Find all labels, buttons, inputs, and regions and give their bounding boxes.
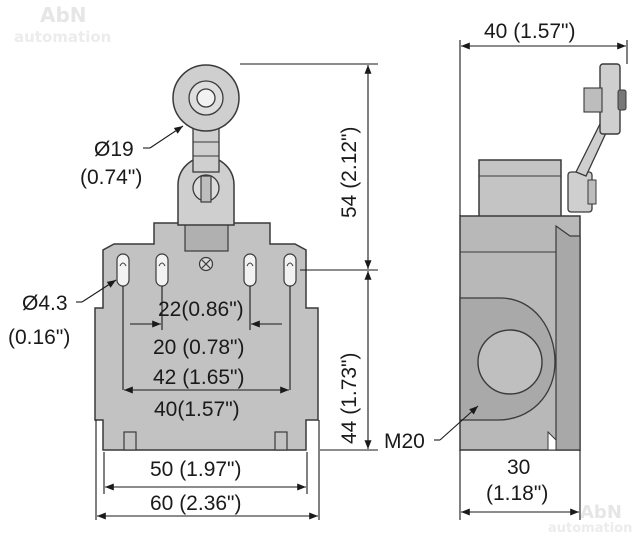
dim-44: 44 (1.73") [338, 352, 361, 444]
mounting-slot [155, 253, 169, 287]
mounting-slot [243, 253, 257, 287]
front-labels: Ø19 (0.74") Ø4.3 (0.16") 22(0.86") 20 (0… [8, 126, 361, 515]
roller-diameter-inch: (0.74") [80, 166, 142, 189]
side-dimensions [434, 40, 628, 520]
front-dimensions [76, 63, 378, 520]
mounting-slot [283, 253, 297, 287]
dim-22: 22(0.86") [158, 298, 244, 321]
watermark-subtitle: automation [548, 521, 632, 536]
roller-diameter-mm: Ø19 [94, 138, 134, 161]
dim-40: 40(1.57") [154, 398, 240, 421]
dim-54: 54 (2.12") [338, 126, 361, 218]
conduit-entry-thread [477, 329, 543, 395]
thread-size: M20 [384, 430, 425, 453]
front-notch-left [123, 431, 137, 451]
dim-42: 42 (1.65") [153, 366, 245, 389]
hole-diameter-mm: Ø4.3 [22, 292, 68, 315]
dim-60: 60 (2.36") [150, 492, 242, 515]
side-dim-bottom-inch: (1.18") [486, 482, 548, 505]
watermark-brand: AbN [580, 502, 622, 523]
center-screw [198, 256, 214, 272]
front-head-recess [184, 222, 229, 252]
side-dim-bottom-mm: 30 [507, 456, 530, 479]
watermark-subtitle: automation [14, 28, 111, 46]
mounting-slot [116, 253, 130, 287]
watermark-bottom-right: AbN automation [548, 502, 632, 536]
side-view [459, 63, 627, 451]
side-dim-top: 40 (1.57") [484, 20, 576, 43]
roller [172, 64, 240, 132]
side-labels: 40 (1.57") M20 30 (1.18") [384, 20, 576, 505]
front-view [94, 64, 319, 451]
side-head-block [478, 159, 562, 219]
dim-50: 50 (1.97") [150, 458, 242, 481]
front-notch-right [274, 431, 288, 451]
side-roller [599, 63, 621, 135]
watermark-brand: AbN [40, 3, 87, 27]
dim-20: 20 (0.78") [153, 336, 245, 359]
lever-arm [192, 123, 220, 173]
watermark-top-left: AbN automation [14, 3, 111, 46]
side-right-strip [555, 224, 581, 451]
hole-diameter-inch: (0.16") [8, 326, 70, 349]
